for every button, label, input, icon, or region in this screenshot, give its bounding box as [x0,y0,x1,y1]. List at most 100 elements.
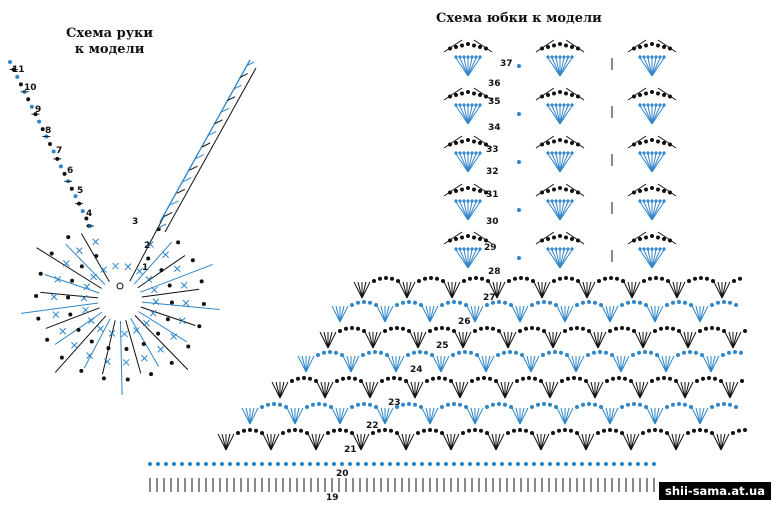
chain-stitch-dot [48,142,52,146]
chain-stitch-dot [266,402,270,407]
chain-stitch-dot [652,462,656,466]
chain-stitch-dot [550,151,554,155]
arch-post [535,135,555,149]
shell-post [339,305,345,323]
arm-row-number: 10 [24,83,37,93]
chain-stitch-dot [478,103,482,107]
chain-stitch-dot [563,428,567,432]
shell-post [577,433,587,451]
chain-stitch-dot [497,402,501,406]
chain-stitch-dot [587,300,591,304]
sc-mark [121,330,128,338]
strap-stitch [189,165,198,171]
chain-stitch-dot [384,276,388,280]
chain-stitch-dot [550,103,554,107]
chain-stitch-dot [642,247,646,251]
chain-stitch-dot [603,276,607,281]
shell-post [470,305,476,323]
shell-post [665,355,671,373]
chain-stitch-dot [34,294,39,299]
shell-post [594,381,604,399]
shell-post [687,331,693,349]
chain-stitch-dot [559,350,563,355]
fan-post [559,249,569,269]
chain-stitch-dot [452,462,456,466]
chain-stitch-dot [260,462,264,466]
shell-post [266,433,272,451]
chain-stitch-dot [598,350,602,354]
chain-stitch-dot [316,462,320,466]
chain-stitch-dot [422,428,426,433]
arch-post [627,87,647,101]
chain-stitch-dot [474,151,478,155]
shell-post [346,355,352,373]
shell-post [360,433,366,451]
sc-mark [173,265,181,273]
chain-stitch-dot [662,151,666,155]
chain-stitch-dot [458,402,462,407]
chain-stitch-dot [695,379,699,383]
shell-post [631,281,637,299]
chain-stitch-dot [332,428,336,433]
shell-post [307,433,317,451]
shell-post [560,407,566,425]
shell-post [720,433,726,451]
shell-post [368,331,374,349]
shell-post [425,305,431,323]
chain-stitch-dot [693,276,697,281]
fan-post [455,57,469,77]
shell-post [217,433,227,451]
shell-post [549,381,555,399]
shell-post [721,281,727,299]
fan-post [559,201,569,221]
chain-stitch-dot [335,379,339,383]
chain-stitch-dot [518,428,522,432]
skirt-row-number: 21 [344,445,357,455]
shell-post [668,281,678,299]
chain-stitch-dot [454,55,458,59]
shell-post [630,433,640,451]
chain-stitch-dot [558,103,562,107]
chain-stitch-dot [317,402,321,406]
chain-stitch-dot [662,376,666,380]
arm-row-number: 11 [12,65,25,75]
skirt-row-number: 28 [488,267,501,277]
chain-stitch-dot [662,189,666,193]
chain-stitch-dot [479,326,483,331]
chain-stitch-dot [389,428,393,433]
chain-stitch-dot [575,326,579,330]
chain-stitch-dot [468,276,472,281]
chain-stitch-dot [617,376,621,380]
chain-stitch-dot [390,276,394,281]
shell-post [537,281,543,299]
chain-stitch-dot [446,326,450,331]
chain-stitch-dot [527,376,531,380]
shell-post [540,433,546,451]
chain-stitch-dot [466,42,470,46]
chain-stitch-dot [558,42,562,46]
chain-stitch-dot [644,462,648,466]
shell-post [699,305,709,323]
fan-post [467,249,477,269]
shell-post [290,407,296,425]
chain-stitch-dot [650,379,654,383]
shell-post [710,355,716,373]
shell-post [676,281,686,299]
chain-stitch-dot [388,462,392,466]
chain-stitch-dot [716,326,720,331]
shell-post [654,407,660,425]
shell-post [586,381,596,399]
chain-stitch-dot [169,300,174,305]
chain-stitch-dot [474,247,478,251]
fan-post [651,105,665,125]
sc-mark [182,299,190,307]
chain-stitch-dot [507,279,511,283]
chain-stitch-dot [643,350,647,354]
chain-stitch-dot [524,462,528,466]
chain-stitch-dot [94,254,99,259]
chain-stitch-dot [692,428,696,433]
chain-stitch-dot [466,186,470,190]
chain-stitch-dot [199,279,204,284]
chain-stitch-dot [344,428,348,433]
